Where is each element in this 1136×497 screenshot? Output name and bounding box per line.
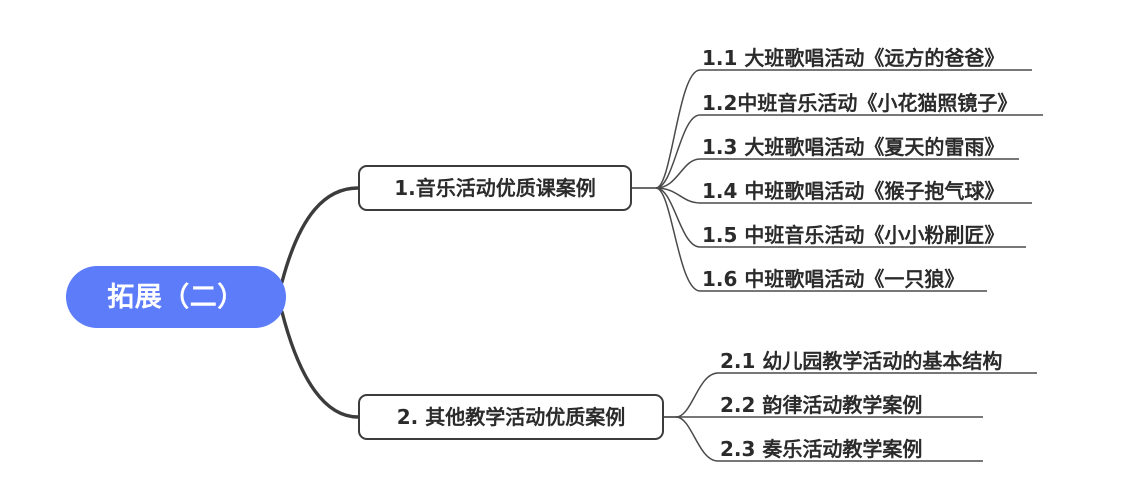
root-node-label: 拓展（二）: [107, 281, 245, 313]
leaf-node-2-3[interactable]: 2.3 奏乐活动教学案例: [718, 423, 922, 461]
connector-root-to-branch-1: [280, 186, 360, 284]
leaf-node-1-3[interactable]: 1.3 大班歌唱活动《夏天的雷雨》: [700, 121, 1004, 159]
leaf-node-1-1[interactable]: 1.1 大班歌唱活动《远方的爸爸》: [700, 32, 1004, 70]
leaf-node-2-3-label: 2.3 奏乐活动教学案例: [720, 437, 923, 461]
leaf-node-1-6-label: 1.6 中班歌唱活动《一只狼》: [702, 267, 965, 291]
leaf-node-1-5-label: 1.5 中班音乐活动《小小粉刷匠》: [702, 223, 1005, 247]
leaf-node-1-3-label: 1.3 大班歌唱活动《夏天的雷雨》: [702, 135, 1005, 159]
leaf-node-1-6[interactable]: 1.6 中班歌唱活动《一只狼》: [700, 253, 964, 291]
leaf-node-1-1-label: 1.1 大班歌唱活动《远方的爸爸》: [702, 46, 1005, 70]
root-node[interactable]: 拓展（二）: [66, 266, 286, 328]
leaf-node-1-2[interactable]: 1.2中班音乐活动《小花猫照镜子》: [700, 77, 1017, 115]
leaf-node-1-2-label: 1.2中班音乐活动《小花猫照镜子》: [702, 91, 1018, 115]
leaf-node-2-2-label: 2.2 韵律活动教学案例: [720, 393, 923, 417]
branch-node-1-label: 1.音乐活动优质课案例: [394, 176, 596, 200]
leaf-node-2-1-label: 2.1 幼儿园教学活动的基本结构: [720, 349, 1003, 373]
branch-node-1[interactable]: 1.音乐活动优质课案例: [358, 165, 632, 211]
leaf-node-1-4[interactable]: 1.4 中班歌唱活动《猴子抱气球》: [700, 165, 1004, 203]
leaf-node-2-1[interactable]: 2.1 幼儿园教学活动的基本结构: [718, 335, 1002, 373]
branch-node-2[interactable]: 2. 其他教学活动优质案例: [358, 394, 664, 440]
leaf-node-1-4-label: 1.4 中班歌唱活动《猴子抱气球》: [702, 179, 1005, 203]
branch-node-2-label: 2. 其他教学活动优质案例: [396, 405, 626, 429]
leaf-node-1-5[interactable]: 1.5 中班音乐活动《小小粉刷匠》: [700, 209, 1004, 247]
connector-root-to-branch-2: [280, 310, 360, 419]
leaf-node-2-2[interactable]: 2.2 韵律活动教学案例: [718, 379, 922, 417]
